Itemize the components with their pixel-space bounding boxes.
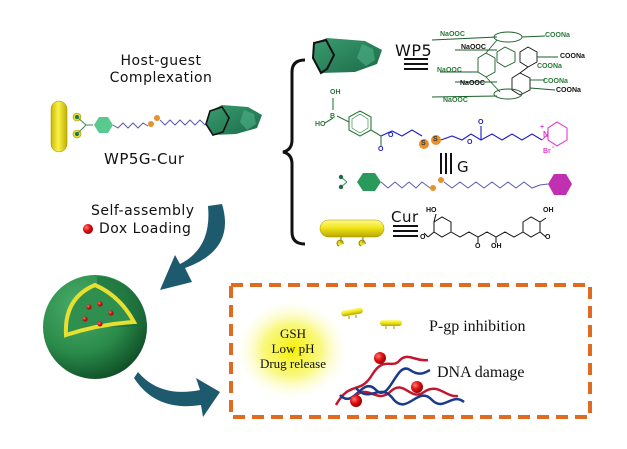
cur-atom-oh-right: OH [543,207,554,214]
dox-particle [108,310,114,316]
disulfide-s-atom [431,135,441,145]
curcumin-rod-horizontal [319,219,385,238]
trigger-list: GSH Low pH Drug release [241,326,345,371]
g-linker-left [380,129,423,137]
disulfide-dot [154,115,160,121]
yellow-shell-cutaway [63,282,138,338]
alkyl-chain-left [112,122,149,129]
cur-atom-oh-enol: OH [491,243,502,250]
g-atom-ho: HO [315,121,326,128]
self-assembly-label: Self-assembly [91,203,195,219]
dox-particle [374,352,386,364]
dox-particle [82,316,88,322]
brace-icon [282,58,306,246]
self-assembly-arrow-icon [160,204,226,290]
complex-name-label: WP5G-Cur [104,150,185,168]
g-atom-b: B [330,113,336,120]
release-arrow-icon [134,372,220,417]
pyridinium-hexagon-icon [548,174,572,195]
host-guest-line-1: Host-guest [120,53,202,69]
g-atom-o-ester: O [388,132,394,139]
equiv-symbol-wp5 [404,58,428,70]
cur-legend [319,213,547,247]
g-atom-s1: S [421,140,426,147]
dox-particle [97,301,103,307]
trigger-low-ph: Low pH [271,341,315,356]
trigger-glow [234,298,350,402]
dox-particle [411,381,423,393]
trigger-drug-release: Drug release [259,356,327,371]
pyridinium-ring [547,121,568,147]
g-linker-right [440,133,543,141]
wp5-sub-10: COONa [556,87,581,94]
trigger-gsh: GSH [279,326,306,341]
g-atom-n: N [543,130,549,139]
g-label: G [457,158,470,176]
dna-helix-icon [334,352,465,407]
cur-atom-o-methoxy-left: O [420,234,426,241]
g-legend [324,98,572,195]
wp5-legend [311,31,558,100]
wp5-sub-6: COONa [545,32,570,39]
disulfide-s-atom [419,139,429,149]
wp5-sub-1: NaOOC [440,31,465,38]
phenylboronic-acid [324,98,382,146]
g-atom-o-carbonyl: O [378,146,384,153]
g-charge-plus: + [540,124,545,131]
host-guest-label: Host-guest Complexation [96,53,226,87]
wp5-sub-5: NaOOC [443,97,468,104]
wp5-sub-8: COONa [537,63,562,70]
wp5-sub-3: NaOOC [437,67,462,74]
g-atom-br: Br [543,148,551,155]
dox-particle [86,304,92,310]
equiv-symbol-g [440,153,452,174]
disulfide-dot [430,185,436,191]
dox-particle [350,395,362,407]
wp5-sub-9: COONa [543,78,568,85]
curcumin-rod-vertical [50,100,68,153]
g-atom-o-ester2: O [467,139,473,146]
effect-dna-damage: DNA damage [437,364,525,381]
g-chain-right [443,181,549,189]
cur-atom-o-methoxy-right: O [545,234,551,241]
wp5-sub-2: NaOOC [461,44,486,51]
g-atom-s2: S [433,136,438,143]
cur-label: Cur [391,208,419,226]
disulfide-dot [148,121,154,127]
wp5g-cur-complex [50,100,262,153]
host-guest-line-2: Complexation [109,70,213,86]
curcumin-molecule [423,213,547,243]
disulfide-dot [438,177,444,183]
dox-loading-label: Dox Loading [99,221,192,237]
dox-particle [97,321,103,327]
dox-legend-dot [83,224,93,234]
wp5-label: WP5 [395,41,433,60]
wp5-sub-4: NaOOC [460,80,485,87]
wp5-molecule [431,31,558,100]
wp5-sub-7: COONa [560,53,585,60]
equiv-symbol-cur [393,225,418,237]
effect-pgp-inhibition: P-gp inhibition [429,318,526,335]
g-atom-o-carbonyl2: O [478,119,484,126]
cur-atom-ho: HO [426,207,437,214]
nanoparticle-sphere [43,275,147,379]
g-atom-oh-top: OH [330,89,341,96]
g-charge-minus: - [552,144,555,151]
benzene-hexagon-icon [94,117,113,133]
released-curcumin [341,307,402,329]
cur-atom-o-keto: O [475,243,481,250]
g-chain-left [380,181,431,189]
intracellular-effects-box [229,283,592,419]
benzene-hexagon-icon [357,173,381,191]
